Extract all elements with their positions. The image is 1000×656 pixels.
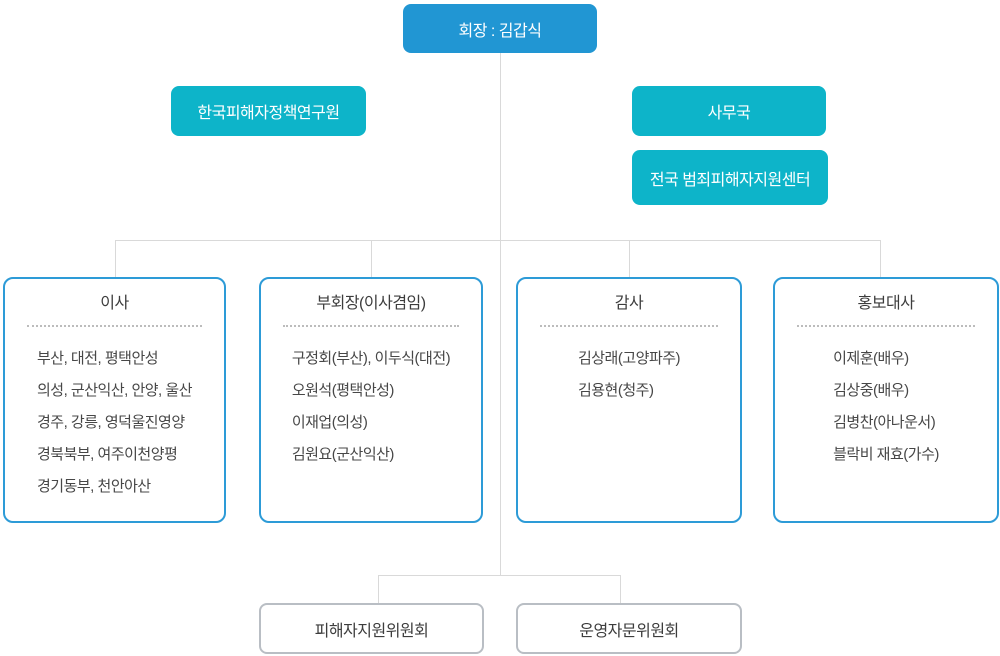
dotted-divider — [283, 325, 459, 327]
connector-trunk-vertical — [500, 53, 501, 575]
chairman-box: 회장 : 김갑식 — [403, 4, 597, 53]
committee-box-victim-support: 피해자지원위원회 — [259, 603, 484, 654]
secretariat-box: 사무국 — [632, 86, 826, 136]
connector-stub-dept-3 — [629, 240, 630, 277]
member-item: 경주, 강릉, 영덕울진영양 — [36, 414, 185, 431]
connector-stub-committee-1 — [378, 575, 379, 603]
department-title: 부회장(이사겸임) — [316, 295, 426, 312]
research-institute-box: 한국피해자정책연구원 — [171, 86, 366, 136]
member-item: 김병찬(아나운서) — [833, 414, 936, 431]
dotted-divider — [540, 325, 718, 327]
department-title: 홍보대사 — [857, 295, 915, 312]
connector-stub-dept-1 — [115, 240, 116, 277]
connector-stub-dept-4 — [880, 240, 881, 277]
member-item: 경북북부, 여주이천양평 — [36, 446, 178, 463]
member-item: 경기동부, 천안아산 — [36, 478, 151, 495]
committee-label: 운영자문위원회 — [579, 622, 679, 640]
member-list: 구정회(부산), 이두식(대전) 오원석(평택안성) 이재업(의성) 김원요(군… — [291, 343, 451, 471]
member-item: 김상래(고양파주) — [577, 350, 681, 367]
member-item: 부산, 대전, 평택안성 — [36, 350, 159, 367]
department-title: 감사 — [614, 295, 644, 312]
connector-committee-horizontal — [378, 575, 621, 576]
connector-stub-dept-2 — [371, 240, 372, 277]
support-center-label: 전국 범죄피해자지원센터 — [649, 171, 811, 189]
member-item: 블락비 재효(가수) — [833, 446, 939, 463]
connector-stub-committee-2 — [620, 575, 621, 603]
support-center-box: 전국 범죄피해자지원센터 — [632, 150, 828, 205]
member-item: 이재업(의성) — [291, 414, 368, 431]
member-item: 김원요(군산익산) — [291, 446, 395, 463]
committee-box-operations-advisory: 운영자문위원회 — [516, 603, 742, 654]
member-item: 오원석(평택안성) — [291, 382, 395, 399]
department-box-auditors: 감사 김상래(고양파주) 김용현(청주) — [516, 277, 742, 523]
member-list: 김상래(고양파주) 김용현(청주) — [577, 343, 681, 407]
member-item: 김상중(배우) — [833, 382, 909, 399]
member-item: 구정회(부산), 이두식(대전) — [291, 350, 451, 367]
member-list: 부산, 대전, 평택안성 의성, 군산익산, 안양, 울산 경주, 강릉, 영덕… — [36, 343, 193, 503]
department-box-pr-ambassadors: 홍보대사 이제훈(배우) 김상중(배우) 김병찬(아나운서) 블락비 재효(가수… — [773, 277, 999, 523]
secretariat-label: 사무국 — [707, 105, 751, 122]
department-title: 이사 — [100, 295, 129, 312]
chairman-label: 회장 : 김갑식 — [458, 22, 542, 40]
research-institute-label: 한국피해자정책연구원 — [197, 105, 340, 122]
member-item: 김용현(청주) — [577, 382, 654, 399]
department-box-directors: 이사 부산, 대전, 평택안성 의성, 군산익산, 안양, 울산 경주, 강릉,… — [3, 277, 226, 523]
member-item: 이제훈(배우) — [833, 350, 909, 367]
connector-branch-horizontal — [115, 240, 880, 241]
dotted-divider — [797, 325, 975, 327]
committee-label: 피해자지원위원회 — [314, 622, 429, 640]
dotted-divider — [27, 325, 202, 327]
department-box-vice-chairman: 부회장(이사겸임) 구정회(부산), 이두식(대전) 오원석(평택안성) 이재업… — [259, 277, 483, 523]
member-list: 이제훈(배우) 김상중(배우) 김병찬(아나운서) 블락비 재효(가수) — [833, 343, 939, 471]
member-item: 의성, 군산익산, 안양, 울산 — [36, 382, 193, 399]
